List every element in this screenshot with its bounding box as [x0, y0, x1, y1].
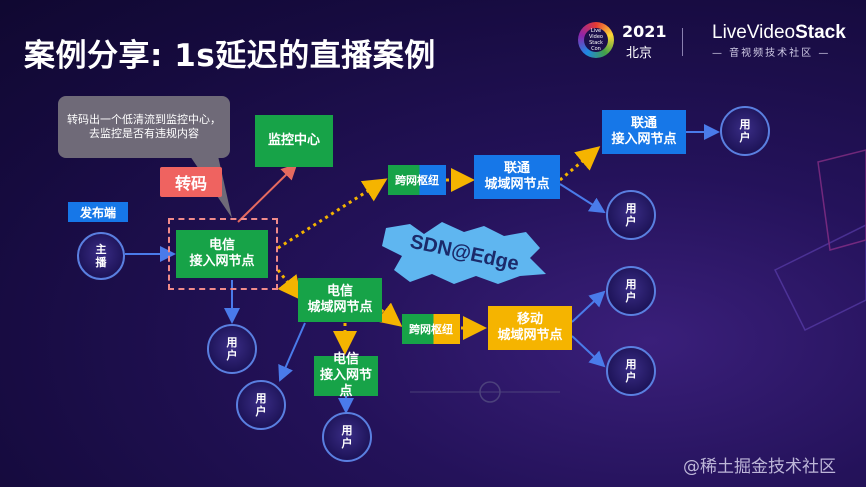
mobile-metro-node: 移动 城域网节点: [488, 306, 572, 350]
logo-city: 北京: [626, 46, 653, 61]
logo-divider: [682, 28, 683, 56]
user-node-4: 用 户: [720, 106, 770, 156]
telecom-access-node-1: 电信 接入网节点: [176, 230, 268, 278]
brand-suffix: Stack: [795, 22, 846, 43]
sdn-edge-cloud: SDN@Edge: [380, 218, 548, 288]
decor-shapes: [410, 149, 866, 403]
user-node-7: 用 户: [606, 346, 656, 396]
transcode-callout: 转码出一个低清流到监控中心，去监控是否有违规内容: [58, 96, 230, 158]
watermark: @稀土掘金技术社区: [683, 457, 836, 477]
page-title: 案例分享: 1s延迟的直播案例: [24, 38, 436, 74]
unicom-metro-node: 联通 城域网节点: [474, 155, 560, 199]
user-node-6: 用 户: [606, 266, 656, 316]
cross-network-hub-bottom: 跨网枢纽: [402, 314, 460, 344]
brand-prefix: LiveVideo: [712, 22, 796, 43]
publisher-tag: 发布端: [68, 202, 128, 222]
logo-ring-text: Live Video Stack Con: [584, 28, 608, 52]
user-node-2: 用 户: [236, 380, 286, 430]
brand-subtitle: — 音视频技术社区 —: [712, 48, 831, 59]
brand-name: LiveVideoStack: [712, 22, 846, 44]
transcode-dashed-box: [168, 218, 278, 290]
unicom-access-node: 联通 接入网节点: [602, 110, 686, 154]
telecom-access-node-2: 电信 接入网节点: [314, 352, 378, 399]
anchor-node: 主 播: [77, 232, 125, 280]
monitor-center-node: 监控中心: [255, 115, 333, 167]
logo-year: 2021: [622, 22, 667, 41]
transcode-tag: 转码: [160, 167, 222, 197]
conference-logo-icon: Live Video Stack Con: [578, 22, 614, 58]
user-node-1: 用 户: [207, 324, 257, 374]
user-node-3: 用 户: [322, 412, 372, 462]
telecom-metro-node: 电信 城域网节点: [298, 278, 382, 322]
cross-network-hub-top: 跨网枢纽: [388, 165, 446, 195]
cloud-shape-icon: [382, 222, 546, 284]
user-node-5: 用 户: [606, 190, 656, 240]
